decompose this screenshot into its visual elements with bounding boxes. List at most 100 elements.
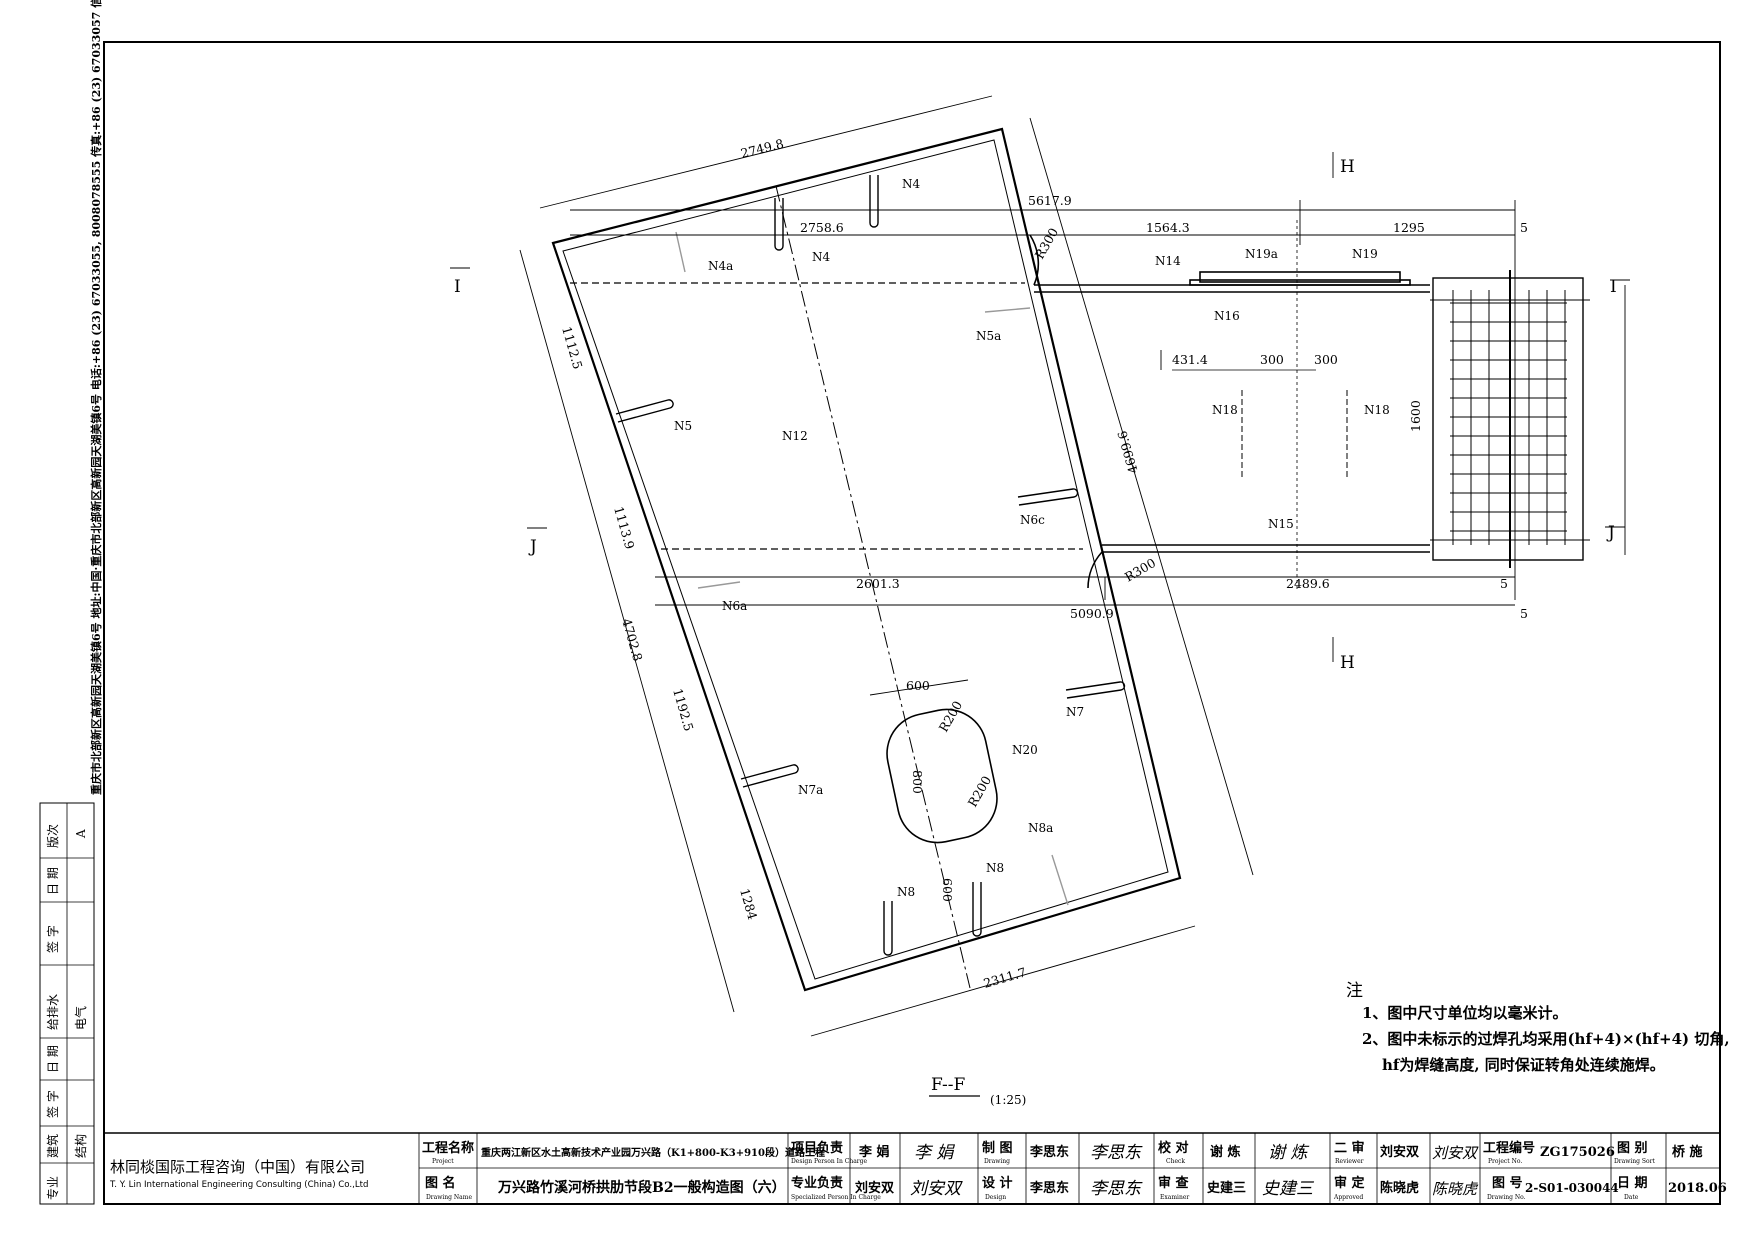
dimension-text: 5 <box>1520 220 1528 235</box>
projno: ZG175026 <box>1540 1145 1615 1160</box>
dimension-text: 1564.3 <box>1146 220 1190 235</box>
side-revision: A <box>74 829 88 839</box>
side-discipline-1: 建筑 <box>45 1134 60 1158</box>
side-discipline-2: 结构 <box>73 1134 88 1158</box>
dimension-text: R300 <box>1122 555 1158 585</box>
designer-name: 李思东 <box>1029 1180 1069 1196</box>
note-item-1: 1、图中尺寸单位均以毫米计。 <box>1362 1004 1567 1022</box>
dimension-text: 1284 <box>737 887 760 922</box>
side-sign-label-1: 签 字 <box>45 925 60 953</box>
side-discipline-3: 给排水 <box>46 994 60 1030</box>
dimension-text: 300 <box>1260 352 1284 367</box>
signature-designer: 李思东 <box>1090 1179 1143 1199</box>
section-mark-h-top: H <box>1340 157 1355 177</box>
dimension-text: 600 <box>906 678 930 693</box>
drawing-label: 图 名 <box>425 1175 456 1191</box>
check-label-en: Check <box>1166 1158 1185 1165</box>
signature-reviewer: 史建三 <box>1262 1179 1315 1199</box>
dimension-text: 300 <box>1314 352 1338 367</box>
drawer-name: 李思东 <box>1029 1144 1069 1160</box>
dimension-text: 600 <box>940 878 955 902</box>
drawing-name: 万兴路竹溪河桥拱肋节段B2一般构造图（六） <box>497 1179 786 1196</box>
side-address-text: 重庆市北部新区高新园天湖美镇6号 地址:中国·重庆市北部新区高新园天湖美镇6号 … <box>89 0 103 795</box>
signature-discipline: 刘安双 <box>910 1179 963 1199</box>
section-mark-j-right: J <box>1606 523 1615 543</box>
part-label: N15 <box>1268 517 1294 531</box>
company-name-cn: 林同棪国际工程咨询（中国）有限公司 <box>110 1158 365 1176</box>
second-label-en: Reviewer <box>1335 1158 1364 1165</box>
check-label: 校 对 <box>1158 1140 1189 1156</box>
company-name-en: T. Y. Lin International Engineering Cons… <box>109 1180 368 1190</box>
part-label: N4 <box>902 177 921 191</box>
project-name: 重庆两江新区水土高新技术产业园万兴路（K1+800-K3+910段）道路工程 <box>481 1146 825 1159</box>
side-discipline-4: 电气 <box>73 1006 88 1030</box>
pm-label: 项目负责 <box>791 1140 843 1156</box>
sort-label-en: Drawing Sort <box>1614 1158 1656 1165</box>
second-reviewer-name: 刘安双 <box>1380 1144 1419 1160</box>
pm-name: 李 娟 <box>858 1144 890 1160</box>
discipline-lead: 刘安双 <box>855 1180 894 1196</box>
dimension-text: 2601.3 <box>856 576 900 591</box>
part-label: N19a <box>1245 247 1278 261</box>
section-mark-h-bottom: H <box>1340 653 1355 673</box>
arch-rib-segment <box>551 127 1182 992</box>
dimension-text: R200 <box>965 773 995 809</box>
part-label: N4a <box>708 259 733 273</box>
view-title: F--F <box>931 1075 966 1095</box>
note-item-2: 2、图中未标示的过焊孔均采用(hf+4)×(hf+4) 切角, <box>1362 1030 1730 1048</box>
discipline-label: 专业负责 <box>791 1175 843 1191</box>
dimension-text: 2749.8 <box>739 136 785 161</box>
date-label: 日 期 <box>1617 1176 1648 1191</box>
second-label: 二 审 <box>1334 1140 1365 1156</box>
part-label: N18 <box>1212 403 1238 417</box>
dimension-text: 5617.9 <box>1028 193 1072 208</box>
part-label: N7a <box>798 783 823 797</box>
part-label: N7 <box>1066 705 1084 719</box>
design-label-en: Design <box>985 1194 1006 1201</box>
side-sign-label-2: 签 字 <box>45 1090 60 1118</box>
title-block: 林同棪国际工程咨询（中国）有限公司 T. Y. Lin Internationa… <box>104 1132 1727 1204</box>
dimension-text: 1192.5 <box>670 687 696 733</box>
design-label: 设 计 <box>982 1175 1013 1191</box>
signature-drawer: 李思东 <box>1090 1143 1143 1163</box>
discipline-label-en: Specialized Person In Charge <box>791 1194 881 1201</box>
section-mark-i-right: I <box>1610 277 1617 297</box>
draw-label-en: Drawing <box>984 1158 1010 1165</box>
part-label: N8 <box>986 861 1004 875</box>
dimension-text: 2758.6 <box>800 220 844 235</box>
dimension-text: 1295 <box>1393 220 1425 235</box>
part-label: N16 <box>1214 309 1240 323</box>
dimension-text: 5090.9 <box>1070 606 1114 621</box>
part-label: N19 <box>1352 247 1378 261</box>
part-label: N6a <box>722 599 747 613</box>
dimension-text: 800 <box>910 770 925 794</box>
part-label: N5 <box>674 419 692 433</box>
side-discipline-0: 专业 <box>45 1176 60 1200</box>
dimension-text: R300 <box>1032 225 1062 261</box>
signature-pm: 李 娟 <box>914 1143 955 1163</box>
part-label: N4 <box>812 250 831 264</box>
web-opening <box>886 708 998 844</box>
draw-label: 制 图 <box>982 1140 1013 1156</box>
dimension-text: 1600 <box>1408 400 1423 432</box>
project-label: 工程名称 <box>422 1140 474 1156</box>
review-label-en: Examiner <box>1160 1194 1189 1201</box>
dimension-text: 5 <box>1500 576 1508 591</box>
projno-label: 工程编号 <box>1483 1140 1535 1156</box>
dimension-text: 431.4 <box>1172 352 1208 367</box>
review-label: 审 查 <box>1158 1175 1190 1191</box>
date: 2018.06 <box>1668 1181 1727 1196</box>
checker-name: 谢 炼 <box>1210 1144 1241 1160</box>
notes-title: 注 <box>1346 981 1363 1001</box>
part-label: N18 <box>1364 403 1390 417</box>
dimension-text: 2489.6 <box>1286 576 1330 591</box>
dimension-text: 1113.9 <box>611 505 637 551</box>
projno-label-en: Project No. <box>1488 1158 1522 1165</box>
signature-second: 刘安双 <box>1432 1144 1479 1162</box>
signature-checker: 谢 炼 <box>1268 1143 1309 1163</box>
stiffeners <box>615 175 1126 956</box>
approve-label-en: Approved <box>1333 1194 1363 1201</box>
part-label: N20 <box>1012 743 1038 757</box>
side-date-label-2: 日 期 <box>46 1045 60 1073</box>
